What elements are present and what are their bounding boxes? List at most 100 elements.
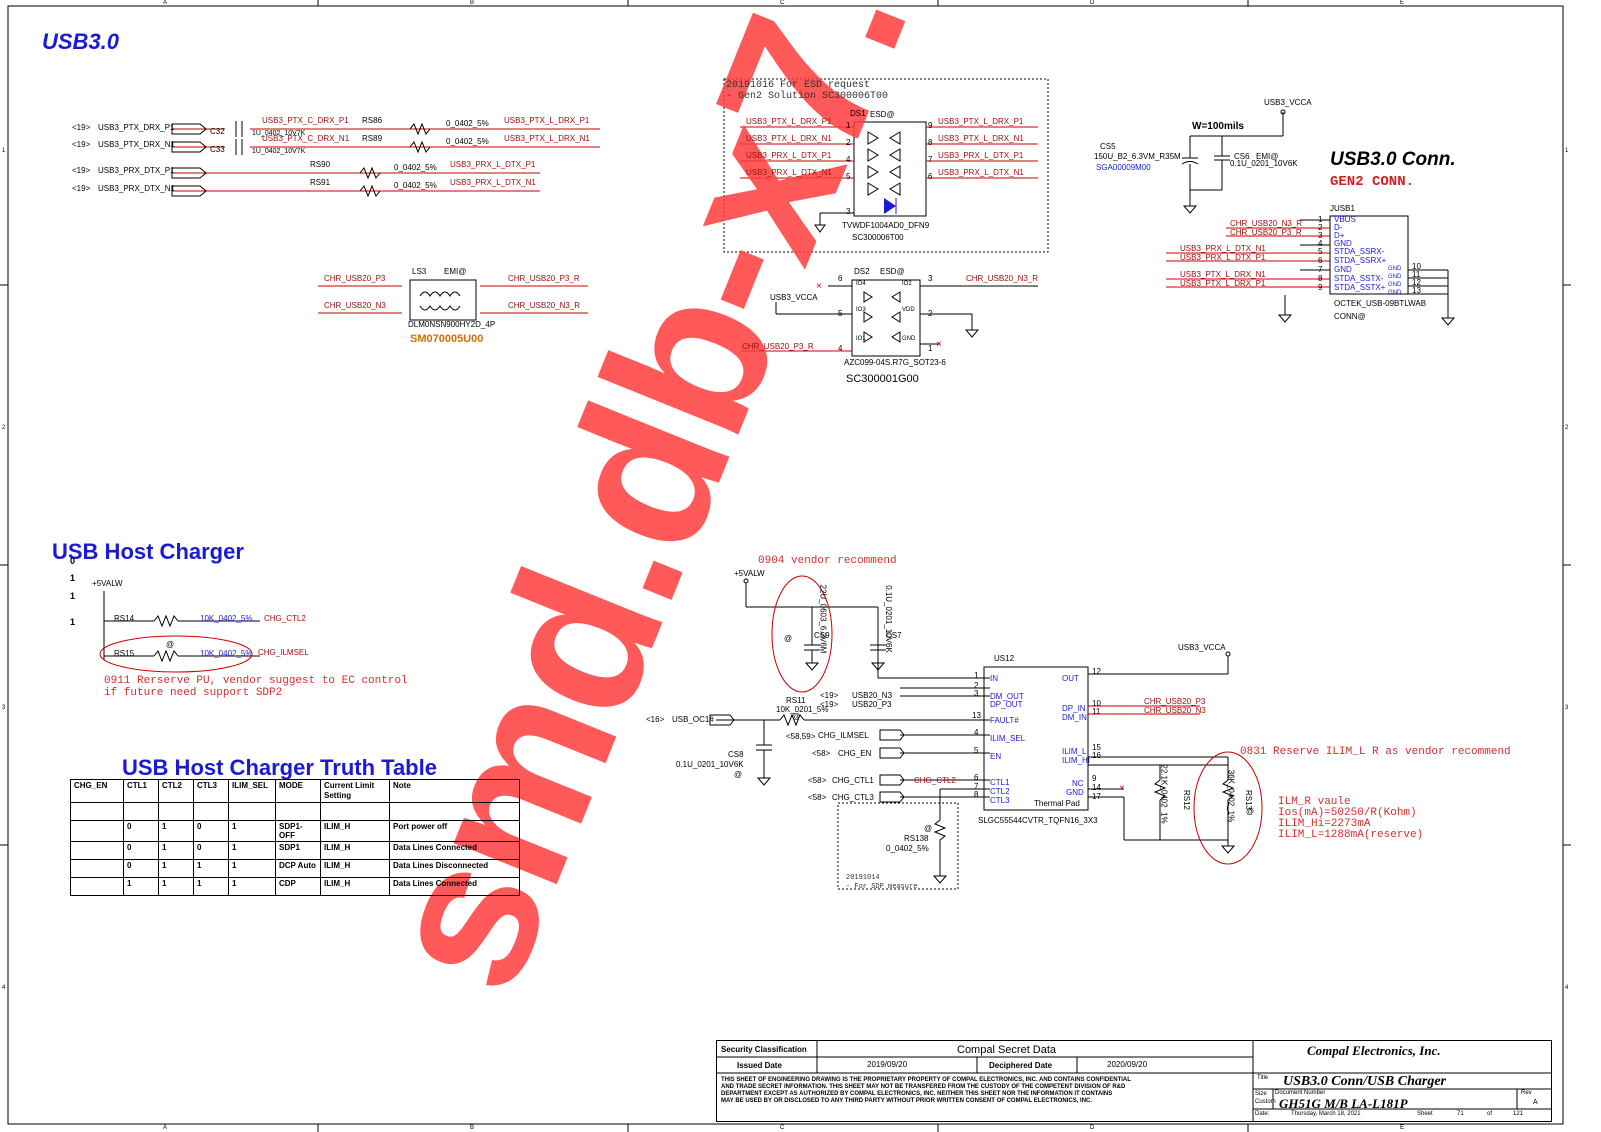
ref-designator: RS86 — [362, 116, 383, 125]
net-label: USB3_PTX_L_DRX_N1 — [1180, 270, 1266, 279]
title-label: Title — [1257, 1075, 1269, 1081]
part-value: 22.1K_0402_1% — [1159, 764, 1169, 824]
power-net: USB3_VCCA — [770, 293, 818, 302]
pin-number: 16 — [1092, 751, 1101, 760]
ref-designator: RS15 — [114, 649, 135, 658]
net-label: CHR_USB20_P3_R — [742, 342, 814, 351]
security-label: Security Classification — [721, 1045, 807, 1054]
pin-name: GND — [1388, 266, 1402, 272]
pin-number: 7 — [928, 155, 933, 164]
part-value: 1U_0402_10V7K — [252, 148, 306, 155]
ilim-note-line2: Ios(mA)=50250/R(Kohm) — [1278, 807, 1417, 819]
pin-name: Thermal Pad — [1034, 799, 1080, 808]
usb3-connector — [1166, 215, 1456, 326]
part-code: SGA00009M00 — [1096, 163, 1151, 172]
esd-chip-ds1 — [740, 121, 1038, 233]
part-value: 36K_0402_1% — [1226, 769, 1236, 823]
pin-name: STDA_SSTX+ — [1334, 283, 1386, 292]
pin-number: 1 — [974, 671, 979, 680]
pin-name: GND — [1334, 265, 1352, 274]
net-label: USB3_PRX_DTX_N1 — [98, 184, 175, 193]
part-value: 22U_0603_6.3V6M — [818, 584, 828, 654]
connector-title: USB3.0 Conn. — [1330, 149, 1456, 170]
part-value: 0.1U_0201_10V6K — [676, 760, 744, 769]
pin-number: 2 — [928, 309, 933, 318]
rev-label: Rev — [1521, 1090, 1532, 1096]
row-label-1: 1 — [2, 148, 6, 154]
usb3-section-title: USB3.0 — [42, 29, 120, 54]
ref-designator: RS138 — [904, 834, 929, 843]
esd-note-line2: - Gen2 Solution SC300006T00 — [726, 91, 889, 102]
table-cell — [389, 802, 520, 821]
col-label-b: B — [470, 0, 475, 6]
vcc-caps — [1181, 112, 1284, 214]
pin-number: 3 — [974, 689, 979, 698]
col-label-d-bottom: D — [1090, 1125, 1095, 1131]
ref-designator: RS14 — [114, 614, 135, 623]
net-label: CHG_CTL1 — [832, 776, 874, 785]
net-label: CHG_CTL3 — [832, 793, 874, 802]
table-cell: 1 — [193, 877, 229, 896]
table-cell: ILIM_H — [320, 877, 390, 896]
disclaimer-line1: THIS SHEET OF ENGINEERING DRAWING IS THE… — [721, 1077, 1131, 1083]
part-number: DLM0NSN900HY2D_4P — [408, 320, 496, 329]
table-header: CTL1 — [123, 779, 159, 803]
company-name: Compal Electronics, Inc. — [1307, 1043, 1441, 1058]
net-label: CHR_USB20_N3 — [1144, 706, 1206, 715]
pin-number: 9 — [1318, 283, 1323, 292]
table-cell: 1 — [158, 859, 194, 878]
pin-number: 1 — [928, 344, 933, 353]
net-label: USB3_PTX_DRX_N1 — [98, 140, 175, 149]
ref-designator: CS7 — [886, 631, 902, 640]
part-value: 1U_0402_10V7K — [252, 130, 306, 137]
net-label: CHR_USB20_N3_R — [508, 301, 581, 310]
pin-name: GND — [1388, 290, 1402, 296]
pin-name: IO1 — [856, 336, 866, 342]
port-ref: <19> — [820, 691, 839, 700]
of-label: of — [1487, 1111, 1493, 1117]
port-ref: <19> — [72, 123, 91, 132]
col-label-c: C — [780, 0, 785, 6]
table-header: ILIM_SEL — [228, 779, 276, 803]
assembly-tag: CONN@ — [1334, 312, 1366, 321]
part-value: 10K_0201_5% — [776, 705, 829, 714]
net-label: USB3_PTX_L_DRX_N1 — [504, 134, 590, 143]
deciphered-date: 2020/09/20 — [1107, 1060, 1148, 1069]
assembly-tag: EMI@ — [1256, 152, 1279, 161]
col-label-b-bottom: B — [470, 1125, 475, 1131]
net-label: USB3_PRX_L_DTX_P1 — [450, 160, 536, 169]
security-value: Compal Secret Data — [957, 1044, 1057, 1056]
pin-name: STDA_SSTX- — [1334, 274, 1384, 283]
row-label-2: 2 — [2, 425, 6, 431]
emi-ls3 — [318, 279, 588, 321]
assembly-tag: @ — [166, 640, 175, 649]
ilim-note-line4: ILIM_L=1288mA(reserve) — [1278, 829, 1424, 841]
pin-name: CTL1 — [990, 778, 1010, 787]
pin-number: 6 — [928, 172, 933, 181]
pin-name: VBUS — [1334, 215, 1356, 224]
port-ref: <58> — [812, 749, 831, 758]
sheet-title: USB3.0 Conn/USB Charger — [1283, 1074, 1447, 1089]
charger-section-title: USB Host Charger — [52, 539, 244, 564]
table-cell: 1 — [228, 859, 276, 878]
table-cell — [70, 820, 124, 842]
assembly-tag: EMI@ — [444, 267, 467, 276]
usb3-left-lines — [172, 128, 600, 192]
table-cell: ILIM_H — [320, 859, 390, 878]
net-label: USB3_PRX_L_DTX_P1 — [746, 151, 832, 160]
net-label: USB3_PRX_L_DTX_P1 — [938, 151, 1024, 160]
part-value: 10K_0402_5% — [200, 614, 253, 623]
esd-ds2: × × — [740, 279, 1038, 357]
pin-name: ILIM_SEL — [990, 734, 1026, 743]
pin-number: 5 — [838, 309, 843, 318]
port-ref: <16> — [646, 715, 665, 724]
net-label: CHR_USB20_N3 — [324, 301, 386, 310]
pin-name: ILIM_HI — [1062, 756, 1091, 765]
assembly-tag: @ — [734, 770, 743, 779]
table-cell: Data Lines Disconnected — [389, 859, 520, 878]
side-number: 1 — [70, 591, 76, 601]
pin-number: 6 — [1318, 256, 1323, 265]
pin-number: 8 — [974, 790, 979, 799]
